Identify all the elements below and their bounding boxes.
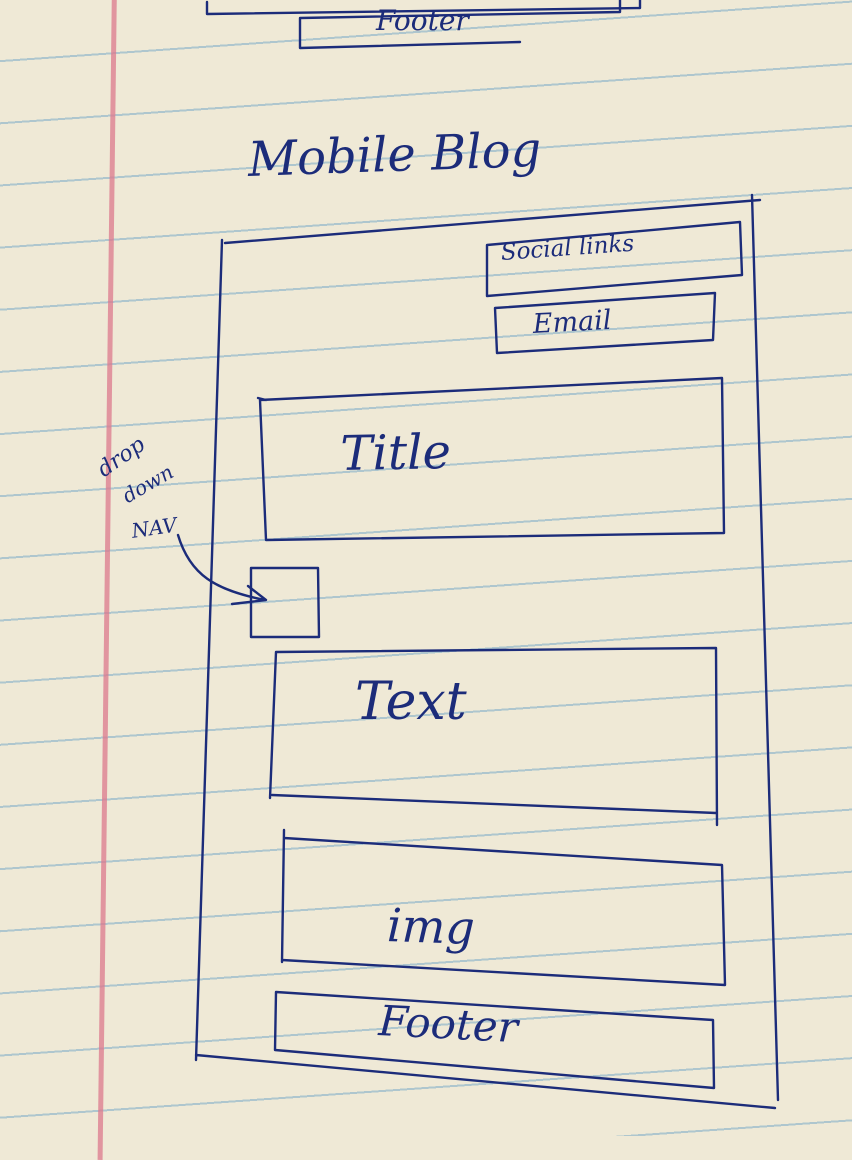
previous-footer-box [298, 0, 622, 50]
page-heading: Mobile Blog [247, 121, 543, 188]
annotation-arrow [176, 533, 268, 606]
previous-footer-label: Footer [376, 4, 469, 37]
title-box [256, 376, 726, 542]
notebook-paper [0, 0, 852, 1136]
dropdown-nav-box [249, 566, 321, 639]
text-box [268, 646, 719, 827]
email-box [493, 291, 717, 355]
email-label: Email [532, 304, 613, 340]
phone-frame [194, 193, 780, 1110]
img-box [280, 828, 727, 987]
text-label: Text [355, 672, 467, 732]
footer-box [273, 990, 716, 1090]
social-links-box [485, 220, 744, 298]
sketch-drawing [176, 0, 780, 1110]
img-label: img [386, 898, 476, 956]
title-label: Title [340, 424, 452, 482]
previous-frame-bottom [205, 0, 642, 16]
footer-label: Footer [377, 996, 520, 1053]
